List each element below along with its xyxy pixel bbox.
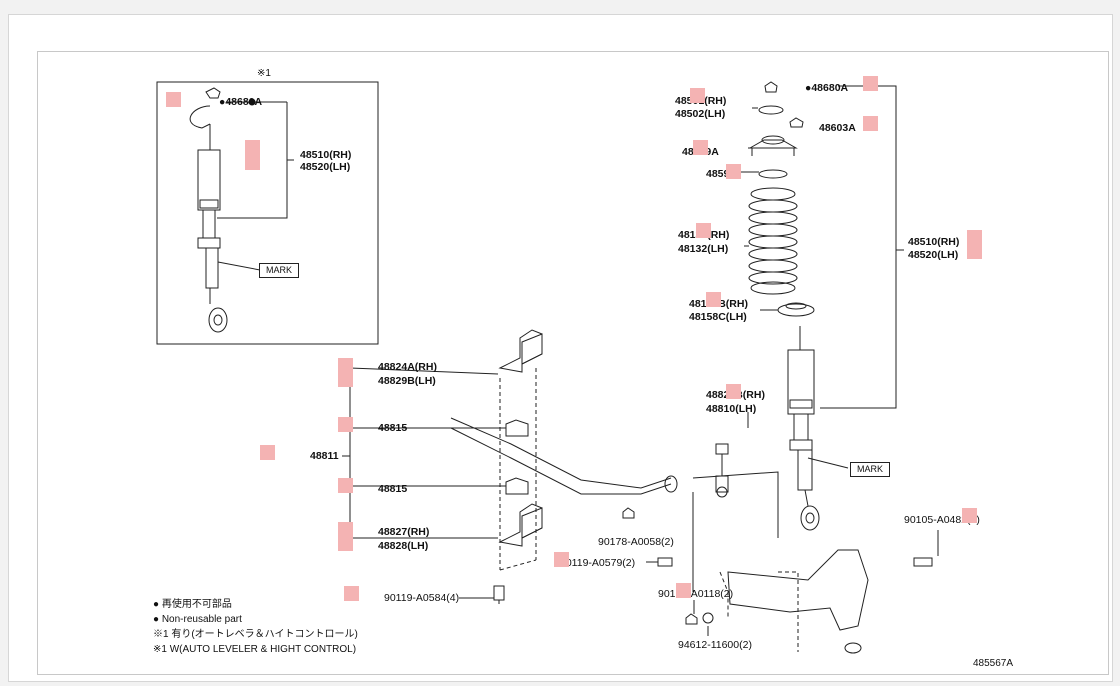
inset-mark-label: MARK	[259, 263, 300, 278]
marker-48609a[interactable]	[693, 140, 708, 155]
upper-bushing	[505, 419, 529, 437]
bushing-lower-label: 48815	[378, 483, 408, 495]
insulator-lh-label: 48158C(LH)	[689, 311, 747, 323]
nut-48603a	[789, 117, 804, 128]
marker-48510-a[interactable]	[967, 230, 982, 245]
bracket-upper-lh-label: 48829B(LH)	[378, 375, 436, 387]
stabilizer-link	[715, 443, 729, 498]
inset-marker-1[interactable]	[166, 92, 181, 107]
coil-spring	[748, 187, 798, 295]
bushing-upper-label: 48815	[378, 422, 408, 434]
inset-marker-2[interactable]	[245, 140, 260, 155]
marker-48131[interactable]	[696, 223, 711, 238]
marker-48603a[interactable]	[863, 116, 878, 131]
inset-absorber-lh-label: 48520(LH)	[300, 161, 351, 173]
bracket-lower-rh-label: 48827(RH)	[378, 526, 430, 538]
lower-insulator	[777, 302, 815, 317]
upper-support-nut	[764, 81, 778, 93]
absorber-rh-label: 48510(RH)	[908, 236, 960, 248]
main-shock-absorber	[787, 326, 820, 531]
bolt-a0482-label: 90105-A0482(2)	[904, 514, 980, 526]
marker-48820b[interactable]	[726, 384, 741, 399]
marker-48824a-b[interactable]	[338, 372, 353, 387]
bolt-a0579-label: 90119-A0579(2)	[560, 557, 636, 569]
nut-a0118	[685, 613, 698, 625]
bracket-upper-rh-label: 48824A(RH)	[378, 361, 437, 373]
marker-90105[interactable]	[962, 508, 977, 523]
inset-nut-label: ●48680A	[219, 96, 263, 108]
note-3: ※1 有り(オートレベラ＆ハイトコントロール)	[153, 629, 358, 640]
bolt-a0579	[657, 557, 673, 567]
marker-48158b[interactable]	[706, 292, 721, 307]
inset-note: ※1	[257, 68, 271, 79]
upper-support	[758, 105, 784, 115]
inset-frame	[156, 81, 379, 345]
upper-mount	[748, 135, 798, 156]
bolt-a0482	[913, 557, 933, 567]
note-2: ● Non-reusable part	[153, 614, 242, 625]
marker-48827-a[interactable]	[338, 522, 353, 537]
marker-48597[interactable]	[726, 164, 741, 179]
lower-bushing	[505, 477, 529, 495]
notes-block: ● 再使用不可部品 ● Non-reusable part ※1 有り(オートレ…	[153, 597, 358, 657]
marker-48815-lower[interactable]	[338, 478, 353, 493]
bearing	[758, 169, 788, 179]
nut-a0058	[622, 507, 635, 519]
nut-a0058-label: 90178-A0058(2)	[598, 536, 674, 548]
note-1: ● 再使用不可部品	[153, 599, 232, 610]
marker-48824a-a[interactable]	[338, 358, 353, 373]
support-lh-label: 48502(LH)	[675, 108, 726, 120]
bolt-a0584-label: 90119-A0584(4)	[384, 592, 460, 604]
marker-48501[interactable]	[690, 88, 705, 103]
stabilizer-bar-label: 48811	[310, 450, 339, 462]
reference-code: 485567A	[973, 658, 1014, 669]
nut-48603a-label: 48603A	[819, 122, 856, 134]
marker-48815-upper[interactable]	[338, 417, 353, 432]
marker-48680a[interactable]	[863, 76, 878, 91]
marker-90119-a0579[interactable]	[554, 552, 569, 567]
marker-48510-b[interactable]	[967, 244, 982, 259]
stabilizer-bar	[450, 417, 678, 495]
diagram-viewer: ※1 ●48680A 48510(RH) 48520(LH) MARK ●486…	[8, 14, 1113, 682]
marker-48811[interactable]	[260, 445, 275, 460]
marker-90178-a0118[interactable]	[676, 583, 691, 598]
parts-diagram-drawing	[156, 81, 939, 654]
washer-11600	[702, 612, 714, 624]
marker-90119-a0584[interactable]	[344, 586, 359, 601]
spring-lh-label: 48132(LH)	[678, 243, 729, 255]
washer-11600-label: 94612-11600(2)	[678, 639, 752, 651]
nut-a0118-label: 90178-A0118(2)	[658, 588, 734, 600]
knuckle-arm	[727, 549, 869, 654]
upper-bracket	[498, 329, 543, 373]
lower-bracket	[498, 503, 543, 547]
absorber-lh-label: 48520(LH)	[908, 249, 959, 261]
bolt-a0584	[493, 585, 505, 604]
main-nut-label: ●48680A	[805, 82, 849, 94]
inset-marker-3[interactable]	[245, 155, 260, 170]
inset-shock-absorber	[189, 87, 228, 333]
main-mark-label: MARK	[850, 462, 891, 477]
bracket-lower-lh-label: 48828(LH)	[378, 540, 429, 552]
link-lh-label: 48810(LH)	[706, 403, 757, 415]
marker-48827-b[interactable]	[338, 536, 353, 551]
parts-diagram-sheet: ※1 ●48680A 48510(RH) 48520(LH) MARK ●486…	[37, 51, 1109, 675]
inset-absorber-rh-label: 48510(RH)	[300, 149, 352, 161]
note-4: ※1 W(AUTO LEVELER & HIGHT CONTROL)	[153, 644, 357, 655]
